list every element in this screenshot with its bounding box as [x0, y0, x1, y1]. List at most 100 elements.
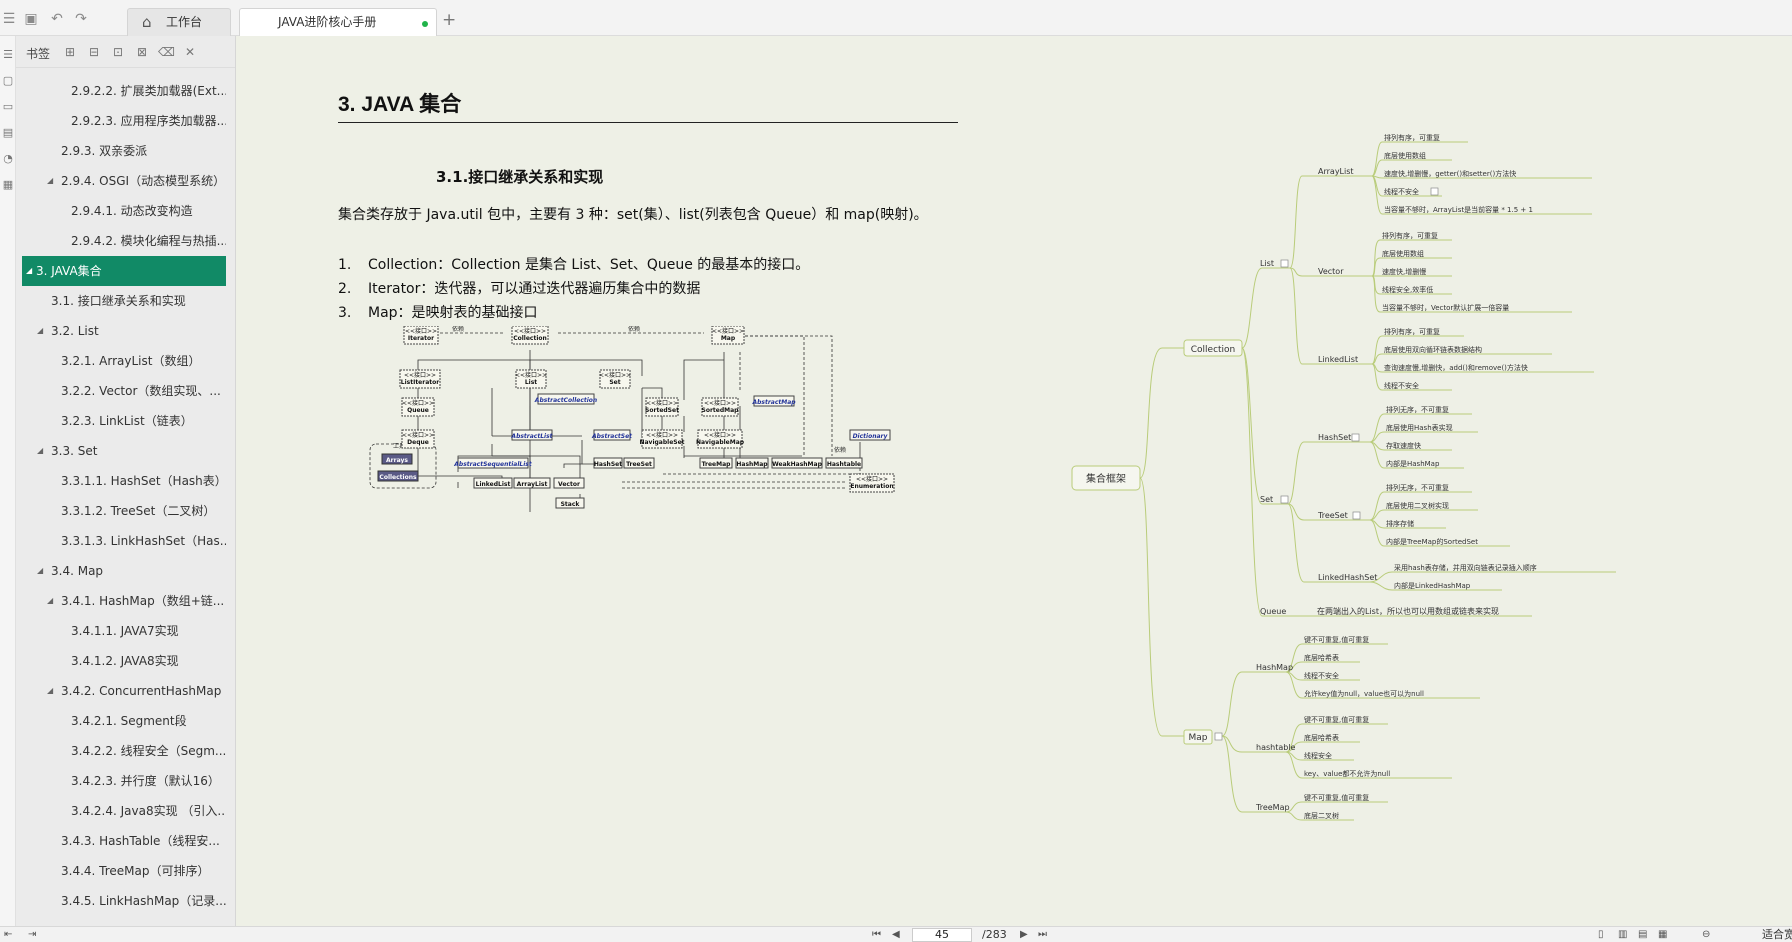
- uml-node-set: <<接口>>Set: [599, 369, 631, 389]
- mindmap-leaf: key、value都不允许为null: [1304, 769, 1390, 778]
- edit-bookmark-icon[interactable]: ⊠: [136, 45, 148, 59]
- collapse-arrow-icon[interactable]: ◢: [26, 266, 33, 275]
- outline-item[interactable]: 3.4.1.2. JAVA8实现: [71, 654, 179, 668]
- section-heading: 3. JAVA 集合: [338, 88, 958, 123]
- add-bookmark-icon[interactable]: ⊡: [112, 45, 124, 59]
- expand-right-icon[interactable]: ⇥: [28, 929, 37, 940]
- outline-item[interactable]: 2.9.3. 双亲委派: [61, 144, 148, 158]
- outline-item[interactable]: ◢3.2. List: [16, 316, 226, 346]
- note-icon[interactable]: [1280, 495, 1289, 504]
- svg-text:<<接口>>: <<接口>>: [704, 431, 736, 439]
- svg-text:<<接口>>: <<接口>>: [704, 399, 736, 407]
- outline-item[interactable]: 2.9.2.3. 应用程序类加载器...: [71, 114, 226, 128]
- outline-item[interactable]: 3.4.5. LinkHashMap（记录...: [61, 894, 226, 908]
- mindmap-node-map: Map: [1183, 729, 1213, 745]
- single-page-icon[interactable]: ▯: [1598, 929, 1604, 940]
- zoom-level[interactable]: 适合宽: [1762, 928, 1792, 941]
- outline-item[interactable]: 3.4.2.1. Segment段: [71, 714, 187, 728]
- first-page-icon[interactable]: ⏮: [872, 929, 881, 940]
- note-icon[interactable]: [1351, 433, 1360, 442]
- attachment-icon[interactable]: ▦: [2, 178, 14, 191]
- expand-all-icon[interactable]: ⊞: [64, 45, 76, 59]
- redo-icon[interactable]: ↷: [75, 11, 87, 27]
- last-page-icon[interactable]: ⏭: [1038, 929, 1047, 940]
- outline-item[interactable]: 3.2.1. ArrayList（数组）: [61, 354, 201, 368]
- new-tab-icon[interactable]: +: [442, 10, 457, 30]
- collapse-arrow-icon[interactable]: ◢: [47, 176, 54, 185]
- outline-item[interactable]: 3.3.1.3. LinkHashSet（Has...: [61, 534, 226, 548]
- uml-node-abstractmap: AbstractMap: [751, 395, 796, 407]
- next-page-icon[interactable]: ▶: [1020, 929, 1028, 940]
- svg-text:SortedSet: SortedSet: [645, 407, 679, 414]
- menu-icon[interactable]: ☰: [2, 11, 16, 27]
- delete-bookmark-icon[interactable]: ⌫: [158, 45, 175, 59]
- collapse-arrow-icon[interactable]: ◢: [37, 326, 44, 335]
- prev-page-icon[interactable]: ◀: [892, 929, 900, 940]
- tab-document[interactable]: JAVA进阶核心手册: [239, 8, 437, 36]
- note-icon[interactable]: [1280, 259, 1289, 268]
- outline-item[interactable]: 3.4.2.3. 并行度（默认16）: [71, 774, 220, 788]
- history-icon[interactable]: ◔: [3, 152, 13, 165]
- svg-text:<<接口>>: <<接口>>: [402, 431, 434, 439]
- mindmap-node-list: List: [1260, 259, 1274, 268]
- tab-home[interactable]: ⌂ 工作台: [127, 8, 231, 36]
- bookmark-icon[interactable]: ▤: [2, 126, 14, 139]
- zoom-out-icon[interactable]: ⊖: [1702, 929, 1711, 940]
- mindmap-leaf: 允许key值为null，value也可以为null: [1304, 689, 1424, 698]
- mindmap-node-treeset: TreeSet: [1317, 511, 1348, 520]
- outline-item[interactable]: ◢3.4.1. HashMap（数组+链...: [16, 586, 226, 616]
- thumbnail-icon[interactable]: ▢: [2, 74, 14, 87]
- uml-node-collections: Collections: [377, 470, 419, 482]
- outline-item[interactable]: 3.4.3. HashTable（线程安...: [61, 834, 220, 848]
- outline-item[interactable]: 3.4.2.2. 线程安全（Segm...: [71, 744, 226, 758]
- outline-item[interactable]: ◢3.4.2. ConcurrentHashMap: [16, 676, 226, 706]
- continuous-icon[interactable]: ▤: [1638, 929, 1648, 940]
- outline-item[interactable]: 3.4.2.4. Java8实现 （引入...: [71, 804, 226, 818]
- mindmap-leaf: 内部是HashMap: [1386, 459, 1440, 468]
- collapse-left-icon[interactable]: ⇤: [4, 929, 13, 940]
- uml-node-weakhashmap: WeakHashMap: [771, 457, 823, 469]
- page-number-input[interactable]: 45: [912, 928, 972, 942]
- uml-node-enumeration: <<接口>>Enumeration: [849, 473, 895, 493]
- mindmap-leaf: 键不可重复,值可重复: [1304, 793, 1369, 802]
- comment-icon[interactable]: ▭: [2, 100, 14, 113]
- outline-item[interactable]: 3.4.1.1. JAVA7实现: [71, 624, 179, 638]
- uml-node-abstractset: AbstractSet: [591, 429, 633, 441]
- uml-node-sortedset: <<接口>>SortedSet: [645, 397, 679, 417]
- outline-item[interactable]: 3.4.4. TreeMap（可排序）: [61, 864, 210, 878]
- collapse-all-icon[interactable]: ⊟: [88, 45, 100, 59]
- svg-text:ListIterator: ListIterator: [401, 379, 439, 386]
- save-icon[interactable]: ▣: [24, 11, 38, 27]
- mindmap-leaf: 底层使用双向循环链表数据结构: [1384, 345, 1482, 354]
- outline-item[interactable]: 3.3.1.2. TreeSet（二叉树）: [61, 504, 216, 518]
- outline-item[interactable]: ◢3.3. Set: [16, 436, 226, 466]
- collapse-arrow-icon[interactable]: ◢: [47, 686, 54, 695]
- outline-item[interactable]: ◢3.4. Map: [16, 556, 226, 586]
- close-panel-icon[interactable]: ✕: [184, 45, 196, 59]
- outline-item-active[interactable]: ◢3. JAVA集合: [22, 256, 226, 286]
- collapse-arrow-icon[interactable]: ◢: [47, 596, 54, 605]
- svg-text:<<接口>>: <<接口>>: [404, 371, 436, 379]
- outline-item[interactable]: 2.9.2.2. 扩展类加载器(Ext...: [71, 84, 226, 98]
- note-icon[interactable]: [1430, 187, 1439, 196]
- book-mode-icon[interactable]: ▦: [1658, 929, 1668, 940]
- note-icon[interactable]: [1352, 511, 1361, 520]
- note-icon[interactable]: [1214, 732, 1223, 741]
- collapse-arrow-icon[interactable]: ◢: [37, 446, 44, 455]
- outline-item[interactable]: 2.9.4.1. 动态改变构造: [71, 204, 193, 218]
- uml-node-arrays: Arrays: [381, 453, 413, 465]
- outline-item[interactable]: 3.1. 接口继承关系和实现: [51, 294, 186, 308]
- mindmap-leaf: 线程不安全: [1384, 187, 1419, 196]
- two-page-icon[interactable]: ▥: [1618, 929, 1628, 940]
- outline-item[interactable]: ◢2.9.4. OSGI（动态模型系统）: [16, 166, 226, 196]
- collapse-arrow-icon[interactable]: ◢: [37, 566, 44, 575]
- outline-icon[interactable]: ☰: [3, 48, 13, 61]
- outline-item[interactable]: 3.2.3. LinkList（链表）: [61, 414, 193, 428]
- mindmap-leaf: 排列有序，可重复: [1384, 133, 1440, 142]
- outline-item[interactable]: 2.9.4.2. 模块化编程与热插...: [71, 234, 226, 248]
- outline-item[interactable]: 3.3.1.1. HashSet（Hash表）: [61, 474, 226, 488]
- outline-item[interactable]: 3.2.2. Vector（数组实现、...: [61, 384, 221, 398]
- svg-text:NavigableSet: NavigableSet: [639, 439, 684, 446]
- svg-text:<<接口>>: <<接口>>: [856, 475, 888, 483]
- undo-icon[interactable]: ↶: [51, 11, 63, 27]
